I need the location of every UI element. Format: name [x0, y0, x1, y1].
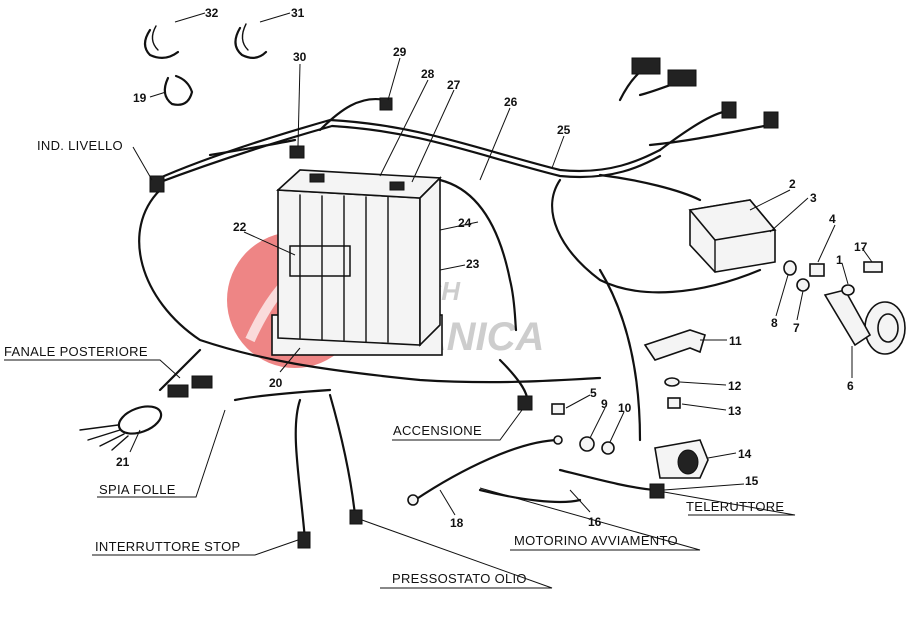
callout-19: 19	[133, 91, 147, 105]
connector-fanale	[167, 375, 213, 398]
callout-5: 5	[590, 386, 597, 400]
label-spia-folle: SPIA FOLLE	[99, 482, 176, 497]
leader-lines	[4, 12, 873, 589]
washer-1	[841, 284, 855, 296]
connector-stop	[297, 531, 311, 549]
washer-10	[601, 441, 615, 455]
label-pressostato-olio: PRESSOSTATO OLIO	[392, 571, 527, 586]
connector-plug-c	[721, 101, 737, 119]
callout-25: 25	[557, 123, 571, 137]
bolt-13	[667, 397, 681, 409]
washer-9	[579, 436, 595, 452]
callout-14: 14	[738, 447, 752, 461]
battery	[271, 169, 443, 356]
clamp-32	[143, 25, 180, 59]
bracket-11	[643, 329, 706, 361]
washer-7	[796, 278, 810, 292]
label-ind-livello: IND. LIVELLO	[37, 138, 123, 153]
label-fanale-posteriore: FANALE POSTERIORE	[4, 344, 148, 359]
callout-17: 17	[854, 240, 868, 254]
washer-8	[783, 260, 797, 276]
connector-pressostato	[349, 509, 363, 525]
callout-18: 18	[450, 516, 464, 530]
callout-16: 16	[588, 515, 602, 529]
label-interruttore-stop: INTERRUTTORE STOP	[95, 539, 240, 554]
callout-1: 1	[836, 253, 843, 267]
callout-6: 6	[847, 379, 854, 393]
regulator	[688, 199, 777, 273]
connector-plug-b	[667, 69, 697, 87]
callout-11: 11	[729, 334, 742, 348]
connector-plug-d	[763, 111, 779, 129]
bolt-17	[863, 261, 883, 273]
connector-plug-a	[631, 57, 661, 75]
callout-27: 27	[447, 78, 461, 92]
part-labels: IND. LIVELLO FANALE POSTERIORE SPIA FOLL…	[4, 138, 784, 586]
callout-7: 7	[793, 321, 800, 335]
callout-30: 30	[293, 50, 307, 64]
callout-13: 13	[728, 404, 742, 418]
connector-accensione	[517, 395, 533, 411]
callout-31: 31	[291, 6, 305, 20]
label-teleruttore: TELERUTTORE	[686, 499, 784, 514]
callout-2: 2	[789, 177, 796, 191]
callout-15: 15	[745, 474, 759, 488]
callout-8: 8	[771, 316, 778, 330]
connector-ind-livello	[149, 175, 165, 193]
callout-21: 21	[116, 455, 130, 469]
horn	[823, 289, 906, 355]
bolt-5	[551, 403, 565, 415]
connector-29	[379, 97, 393, 111]
washer-4	[809, 263, 825, 277]
callout-4: 4	[829, 212, 836, 226]
callout-numbers: 32 31 19 30 29 28 27 26 25 22 24 23 20 2…	[116, 6, 868, 530]
clamp-31	[234, 23, 268, 59]
callout-9: 9	[601, 397, 608, 411]
label-motorino-avviamento: MOTORINO AVVIAMENTO	[514, 533, 678, 548]
callout-12: 12	[728, 379, 742, 393]
label-accensione: ACCENSIONE	[393, 423, 482, 438]
callout-3: 3	[810, 191, 817, 205]
callout-20: 20	[269, 376, 283, 390]
wiring-harness	[138, 63, 772, 542]
bolt-12	[664, 377, 680, 387]
callout-28: 28	[421, 67, 435, 81]
terminal-ring-5	[553, 435, 563, 445]
callout-22: 22	[233, 220, 247, 234]
clamp-19	[163, 74, 194, 106]
callout-32: 32	[205, 6, 219, 20]
callout-23: 23	[466, 257, 480, 271]
callout-29: 29	[393, 45, 407, 59]
callout-26: 26	[504, 95, 518, 109]
starter-relay	[654, 439, 709, 479]
callout-24: 24	[458, 216, 472, 230]
pigtail-21	[79, 405, 163, 451]
callout-10: 10	[618, 401, 632, 415]
connector-teleruttore	[649, 483, 665, 499]
terminal-18	[407, 494, 419, 506]
connector-30	[289, 145, 305, 159]
